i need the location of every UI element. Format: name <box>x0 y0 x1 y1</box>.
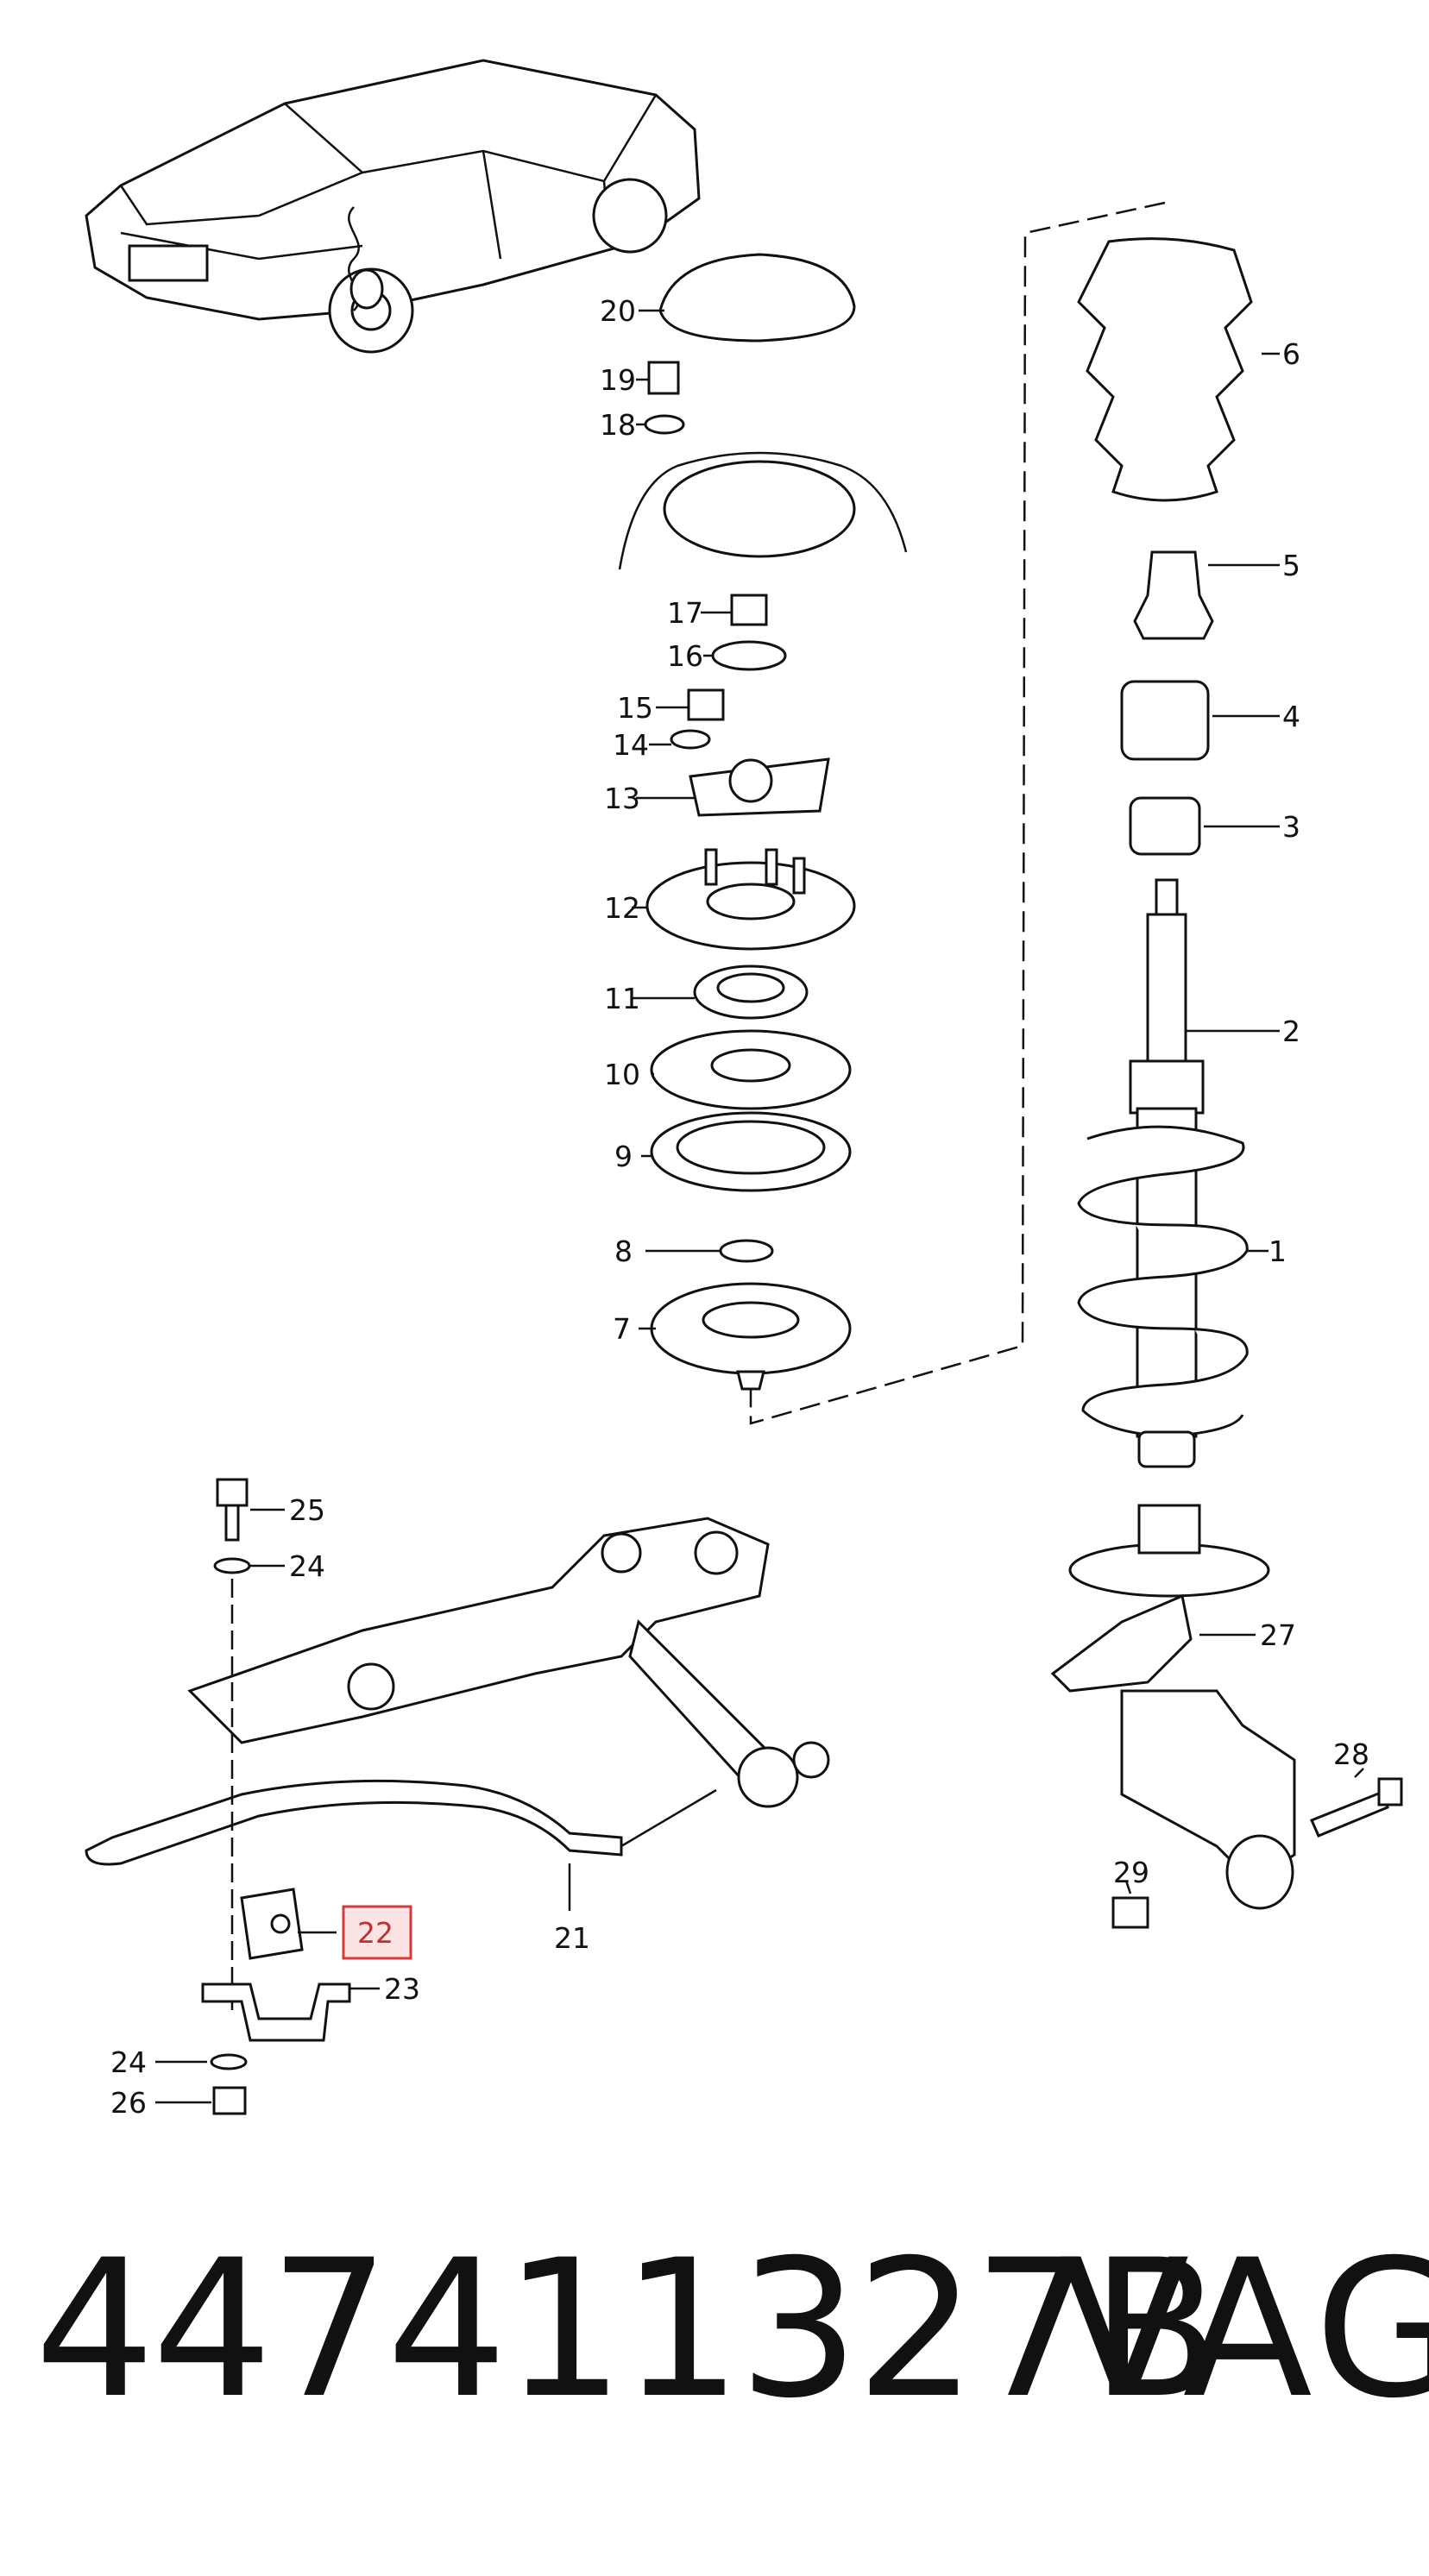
callout-12: 12 <box>604 891 640 925</box>
callout-9: 9 <box>614 1140 633 1173</box>
callout-24-bottom: 24 <box>110 2045 147 2079</box>
callout-25: 25 <box>289 1493 325 1527</box>
callout-13: 13 <box>604 782 640 815</box>
leader-lines <box>155 309 1364 2104</box>
callout-15: 15 <box>617 691 653 725</box>
callout-14: 14 <box>613 728 649 762</box>
callout-5: 5 <box>1282 549 1300 582</box>
callout-24-top: 24 <box>289 1549 325 1583</box>
callout-2: 2 <box>1282 1015 1300 1048</box>
callout-4: 4 <box>1282 700 1300 733</box>
callout-6: 6 <box>1282 337 1300 371</box>
callout-21: 21 <box>554 1921 590 1955</box>
callout-26: 26 <box>110 2086 147 2120</box>
callout-17: 17 <box>667 596 703 630</box>
callout-18: 18 <box>600 408 636 442</box>
callout-22-highlight <box>342 1905 412 1960</box>
callout-23: 23 <box>384 1972 420 2006</box>
callout-labels: 1 2 3 4 5 6 7 8 9 10 11 12 13 14 15 16 1… <box>110 294 1369 2120</box>
callout-1: 1 <box>1268 1235 1287 1268</box>
callout-29: 29 <box>1113 1856 1149 1889</box>
callout-19: 19 <box>600 363 636 397</box>
subframe-assembly <box>85 1478 830 2115</box>
callout-11: 11 <box>604 982 640 1015</box>
center-column-parts <box>618 253 908 1391</box>
callout-20: 20 <box>600 294 636 328</box>
callout-27: 27 <box>1260 1618 1296 1652</box>
strut-assembly <box>1050 237 1403 1929</box>
callout-16: 16 <box>667 639 703 673</box>
brand-name: VAG <box>1060 2219 1429 2440</box>
callout-22: 22 <box>357 1916 393 1950</box>
callout-7: 7 <box>613 1312 631 1346</box>
callout-28: 28 <box>1333 1737 1369 1771</box>
exploded-parts-diagram: 1 2 3 4 5 6 7 8 9 10 11 12 13 14 15 16 1… <box>85 59 1403 2120</box>
callout-8: 8 <box>614 1235 633 1268</box>
callout-10: 10 <box>604 1058 640 1091</box>
part-number: 447411327B <box>35 2219 1221 2440</box>
callout-3: 3 <box>1282 810 1300 844</box>
car-illustration <box>85 59 701 354</box>
